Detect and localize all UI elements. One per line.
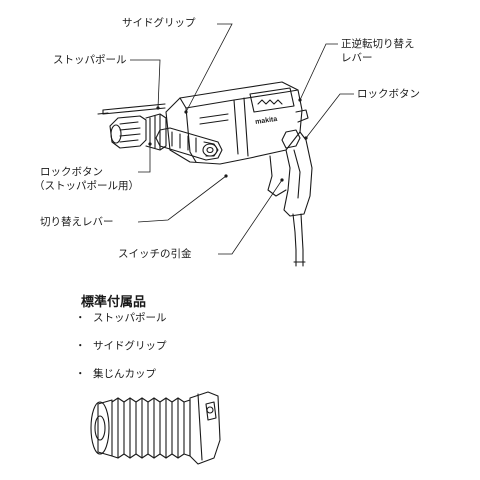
leader-lines xyxy=(130,23,354,255)
body-housing xyxy=(165,81,303,165)
bullet: ・ xyxy=(75,340,86,352)
stopper-pole-rod xyxy=(97,103,166,115)
label-mode-lever: 切り替えレバー xyxy=(40,216,114,228)
label-lock-button-stopper-line2: （ストッパポール用） xyxy=(34,180,139,192)
leader-dots xyxy=(148,98,308,182)
side-grip xyxy=(155,127,223,161)
power-cord xyxy=(292,213,306,267)
accessory-item: ・ストッパポール xyxy=(75,310,167,325)
label-lock-button: ロックボタン xyxy=(357,88,420,100)
bullet: ・ xyxy=(75,312,86,324)
rear-handle xyxy=(267,109,313,217)
accessory-item-label: 集じんカップ xyxy=(93,368,156,380)
leader-lock-button xyxy=(305,93,354,139)
label-reverse-lever-line2: レバー xyxy=(341,52,373,64)
accessory-item-label: サイドグリップ xyxy=(93,340,167,352)
leader-side-grip xyxy=(185,23,233,113)
label-lock-button-stopper-line1: ロックボタン xyxy=(40,166,103,178)
leader-reverse-lever xyxy=(299,43,338,101)
label-reverse-lever-line1: 正逆転切り替え xyxy=(341,38,415,50)
label-trigger: スイッチの引金 xyxy=(118,248,192,260)
label-stopper-pole: ストッパポール xyxy=(53,54,127,66)
leader-trigger xyxy=(218,179,283,255)
leader-mode-lever xyxy=(137,175,227,223)
bullet: ・ xyxy=(75,368,86,380)
accessories-title: 標準付属品 xyxy=(81,295,147,310)
leader-stopper-pole xyxy=(130,59,161,109)
brand-logo: makita xyxy=(255,116,278,126)
dust-cup xyxy=(90,391,221,465)
chuck xyxy=(109,113,167,151)
leader-lock-button-stopper xyxy=(138,144,151,173)
accessory-item-label: ストッパポール xyxy=(93,312,167,324)
accessory-item: ・サイドグリップ xyxy=(75,338,167,353)
accessory-item: ・集じんカップ xyxy=(75,366,156,381)
label-side-grip: サイドグリップ xyxy=(122,17,196,29)
